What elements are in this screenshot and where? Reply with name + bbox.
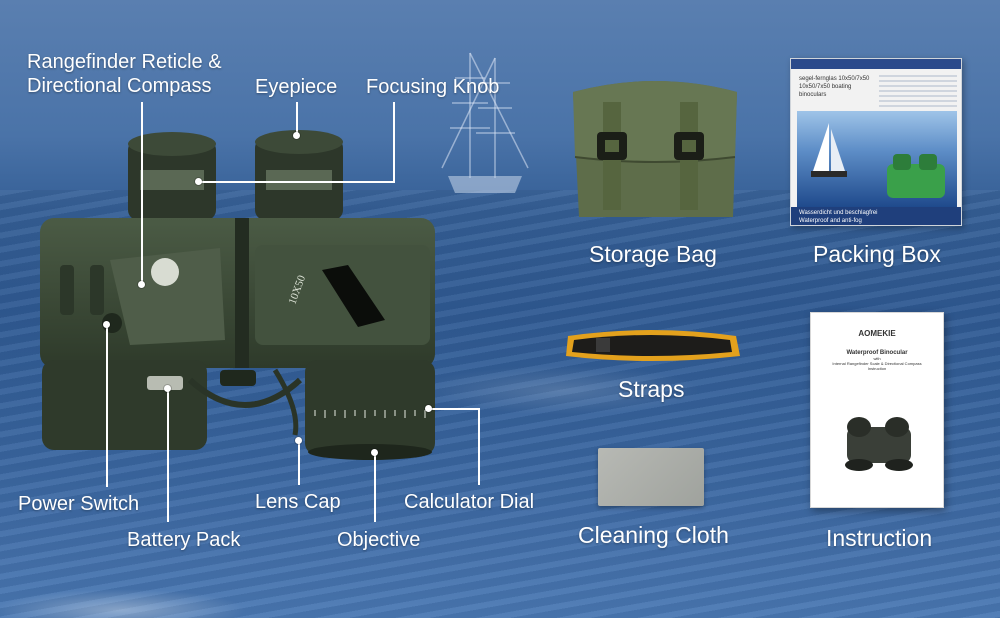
manual-sub3: Instruction: [867, 366, 887, 371]
focusing-knob-dot: [195, 178, 202, 185]
battery-pack-label: Battery Pack: [127, 529, 241, 551]
box-line3: binoculars: [799, 92, 827, 98]
objective-label: Objective: [337, 529, 421, 551]
rangefinder-label: Rangefinder Reticle & Directional Compas…: [27, 50, 222, 98]
calculator-dial-dot: [425, 405, 432, 412]
lens-cap-dot: [295, 437, 302, 444]
box-footer2: Waterproof and anti-fog: [799, 218, 862, 224]
storage-bag-image: [573, 81, 737, 217]
power-switch-dot: [103, 321, 110, 328]
sailing-ship-image: [441, 52, 529, 193]
lens-cap-label: Lens Cap: [255, 491, 341, 513]
calculator-dial-leader-v: [478, 408, 480, 485]
cleaning-cloth-image: [598, 448, 704, 506]
straps-label: Straps: [618, 376, 685, 402]
calculator-dial-label: Calculator Dial: [404, 491, 535, 513]
storage-bag-label: Storage Bag: [589, 241, 717, 267]
rangefinder-dot: [138, 281, 145, 288]
rangefinder-label-line2: Directional Compass: [27, 75, 212, 97]
packing-box: segel-fernglas 10x50/7x50 10x50/7x50 boa…: [790, 58, 962, 226]
battery-pack-leader: [167, 388, 169, 522]
rangefinder-leader: [141, 102, 143, 284]
box-line1: segel-fernglas 10x50/7x50: [799, 76, 870, 82]
binocular-image: 10X50: [40, 130, 435, 460]
objective-leader: [374, 452, 376, 522]
objective-dot: [371, 449, 378, 456]
focusing-knob-leader-h: [198, 181, 395, 183]
manual-title: Waterproof Binocular: [846, 350, 908, 356]
focusing-knob-label: Focusing Knob: [366, 76, 500, 98]
packing-box-label: Packing Box: [813, 241, 941, 267]
calculator-dial-leader-h: [428, 408, 480, 410]
box-footer1: Wasserdicht und beschlagfrei: [799, 210, 878, 216]
battery-pack-dot: [164, 385, 171, 392]
cleaning-cloth-label: Cleaning Cloth: [578, 522, 729, 548]
manual-sub2: Internal Rangefinder Scale & Directional…: [832, 361, 922, 366]
straps-image: [566, 330, 740, 361]
lens-cap-leader: [298, 440, 300, 485]
eyepiece-dot: [293, 132, 300, 139]
power-switch-leader: [106, 324, 108, 487]
manual-binocular-image: [845, 417, 913, 471]
eyepiece-label: Eyepiece: [255, 76, 338, 98]
instruction-manual: AOMEKIE Waterproof Binocular with Intern…: [810, 312, 944, 508]
eyepiece-leader: [296, 102, 298, 136]
rangefinder-label-line1: Rangefinder Reticle &: [27, 51, 222, 73]
manual-sub1: with: [873, 356, 881, 361]
focusing-knob-leader-v: [393, 102, 395, 182]
power-switch-label: Power Switch: [18, 493, 140, 515]
box-line2: 10x50/7x50 boating: [799, 84, 852, 90]
manual-brand: AOMEKIE: [858, 329, 896, 338]
instruction-label: Instruction: [826, 525, 933, 551]
